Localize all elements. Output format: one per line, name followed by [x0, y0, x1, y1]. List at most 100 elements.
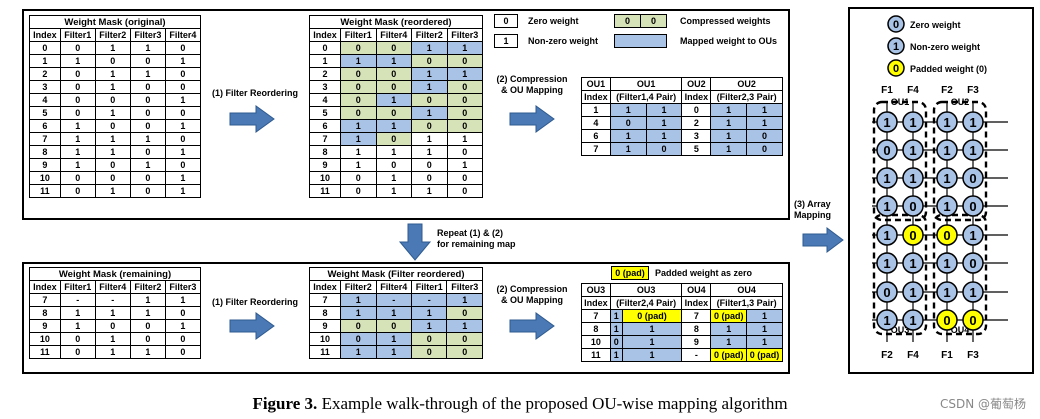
weight-cell	[902, 195, 924, 217]
table-cell: 1	[340, 132, 377, 146]
legend-compressed-box-2: 0	[640, 14, 667, 28]
table-cell: 0	[446, 106, 483, 120]
table-cell: 1	[446, 67, 483, 81]
table-cell: 1	[129, 67, 166, 81]
table-cell: 0	[446, 332, 483, 346]
table-cell: 6	[29, 119, 61, 133]
arrow-down-icon	[398, 223, 432, 261]
repeat-line2: for remaining map	[437, 239, 516, 249]
column-header: Filter3	[164, 280, 202, 294]
table-cell: 0	[59, 345, 96, 359]
weight-cell	[962, 167, 984, 189]
table-cell: 1	[129, 41, 166, 55]
column-header: Filter2	[340, 280, 377, 294]
array-step-label: (3) Array Mapping	[794, 199, 848, 221]
weight-cell	[936, 252, 958, 274]
column-header: Filter4	[94, 280, 131, 294]
table-cell: 1	[411, 145, 448, 159]
table-cell: 1	[621, 335, 683, 349]
weight-cell	[876, 195, 898, 217]
arrow-right-icon	[509, 105, 555, 133]
table-cell: 11	[581, 348, 611, 362]
column-header: Filter4	[375, 280, 412, 294]
legend-zero-label: Zero weight	[528, 16, 579, 26]
top-filter-label: F2	[941, 85, 953, 96]
table-cell: 0	[59, 67, 96, 81]
table-cell: 1	[340, 145, 377, 159]
table-cell: 1	[710, 116, 748, 130]
weight-cell	[876, 111, 898, 133]
table-cell: 3	[29, 80, 61, 94]
table-cell: 0	[308, 41, 342, 55]
ou-label: OU2	[951, 97, 970, 107]
table-cell: 1	[129, 293, 166, 307]
column-header: Index	[681, 296, 712, 310]
table-cell: 0	[411, 54, 448, 68]
padded-weight-cell	[936, 309, 958, 331]
table-cell: 0	[446, 93, 483, 107]
weight-cell-value: 0	[883, 285, 890, 300]
top-filter-label: F4	[907, 85, 919, 96]
weight-cell-value: 0	[943, 228, 950, 243]
table-cell: 1	[609, 322, 623, 336]
table-cell: 1	[375, 306, 412, 320]
table-cell: 0 (pad)	[621, 309, 683, 323]
table-cell: 11	[308, 184, 342, 198]
arrow-right-icon	[229, 105, 275, 133]
legend-label: Padded weight (0)	[910, 64, 987, 74]
weight-cell-value: 1	[969, 115, 976, 130]
table-title: Weight Mask (reordered)	[309, 15, 483, 29]
table-cell: 7	[581, 142, 611, 156]
table-cell: 7	[681, 309, 712, 323]
column-header: Index	[308, 280, 342, 294]
weight-cell-value: 1	[883, 199, 890, 214]
table-cell: 5	[681, 142, 712, 156]
table-cell: 0	[340, 41, 377, 55]
table-cell: 1	[94, 132, 131, 146]
table-cell: 7	[29, 293, 61, 307]
watermark: CSDN @葡萄杨	[939, 397, 1026, 411]
table-cell: 10	[308, 332, 342, 346]
table-cell: 1	[446, 132, 483, 146]
table-cell: 1	[164, 93, 202, 107]
bottom-filter-label: F1	[941, 350, 953, 361]
table-cell: 1	[29, 54, 61, 68]
table-cell: 1	[746, 309, 783, 323]
table-cell: 0	[59, 332, 96, 346]
table-cell: 1	[645, 129, 683, 143]
weight-cell	[936, 111, 958, 133]
table-cell: 1	[129, 306, 166, 320]
table-cell: 11	[29, 184, 61, 198]
table-cell: 10	[581, 335, 611, 349]
table-cell: 0 (pad)	[710, 348, 748, 362]
table-cell: 1	[609, 103, 647, 117]
table-cell: 1	[59, 306, 96, 320]
table-cell: 1	[164, 171, 202, 185]
table-cell: -	[375, 293, 412, 307]
legend-label: Zero weight	[910, 20, 961, 30]
table-cell: 11	[29, 345, 61, 359]
table-cell: 2	[29, 67, 61, 81]
table-cell: 0	[94, 158, 131, 172]
table-cell: 0	[164, 67, 202, 81]
legend-icon-value: 0	[893, 19, 899, 31]
padded-weight-cell	[962, 309, 984, 331]
table-cell: 0	[129, 93, 166, 107]
table-cell: 0	[446, 171, 483, 185]
table-cell: 8	[581, 322, 611, 336]
figure-caption: Figure 3. Example walk-through of the pr…	[0, 394, 1040, 414]
table-cell: 11	[308, 345, 342, 359]
